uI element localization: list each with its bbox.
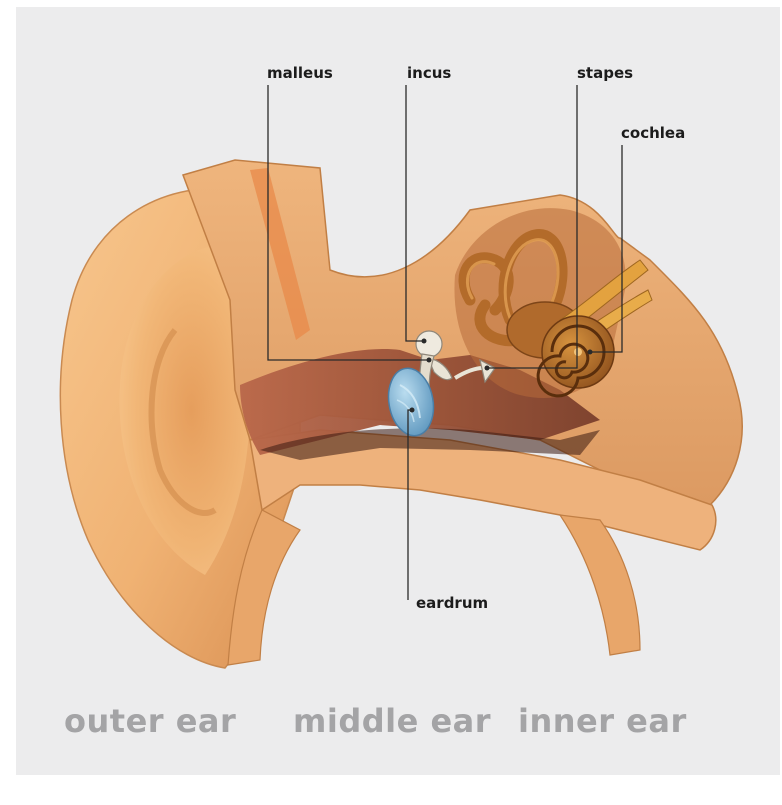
label-malleus: malleus: [267, 64, 333, 82]
label-eardrum: eardrum: [416, 594, 488, 612]
label-incus: incus: [407, 64, 451, 82]
label-cochlea: cochlea: [621, 124, 685, 142]
label-stapes: stapes: [577, 64, 633, 82]
region-inner-ear: inner ear: [518, 702, 687, 740]
region-middle-ear: middle ear: [293, 702, 491, 740]
region-outer-ear: outer ear: [64, 702, 236, 740]
section-right-arm: [560, 515, 640, 655]
